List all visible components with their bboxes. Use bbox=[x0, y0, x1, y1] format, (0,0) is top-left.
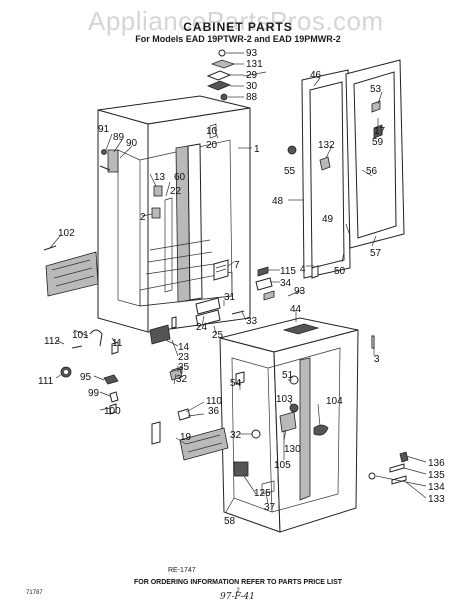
callout-56: 56 bbox=[366, 166, 378, 177]
callout-112: 112 bbox=[44, 336, 60, 347]
callout-101: 101 bbox=[72, 330, 89, 341]
callout-24: 24 bbox=[196, 322, 208, 333]
callout-132: 132 bbox=[318, 140, 335, 151]
callout-33: 33 bbox=[246, 316, 258, 327]
callout-100: 100 bbox=[104, 406, 121, 417]
callout-1: 1 bbox=[254, 144, 260, 155]
page-number: 2 bbox=[236, 588, 240, 594]
callout-48: 48 bbox=[272, 196, 284, 207]
callout-22: 22 bbox=[170, 186, 182, 197]
lower-cabinet-shell bbox=[219, 317, 375, 533]
callout-105: 105 bbox=[274, 460, 291, 471]
ordering-note: FOR ORDERING INFORMATION REFER TO PARTS … bbox=[134, 579, 343, 586]
callout-57: 57 bbox=[370, 248, 382, 259]
callout-125: 125 bbox=[254, 488, 271, 499]
callout-88: 88 bbox=[246, 92, 258, 103]
callout-44: 44 bbox=[290, 304, 302, 315]
callout-36: 36 bbox=[208, 406, 220, 417]
callout-3: 3 bbox=[374, 354, 380, 365]
callout-54: 54 bbox=[230, 378, 242, 389]
callout-59: 59 bbox=[372, 137, 384, 148]
callout-131: 131 bbox=[246, 59, 263, 70]
diagram-title: CABINET PARTS bbox=[183, 20, 293, 34]
callout-25: 25 bbox=[212, 330, 224, 341]
lower-right-parts bbox=[368, 451, 409, 485]
callout-31: 31 bbox=[224, 292, 236, 303]
callout-30: 30 bbox=[246, 81, 258, 92]
callout-labels: 93 131 29 30 88 46 53 17 59 91 89 90 10 … bbox=[38, 48, 445, 527]
callout-58: 58 bbox=[224, 516, 236, 527]
callout-17: 17 bbox=[374, 126, 386, 137]
callout-7: 7 bbox=[234, 260, 240, 271]
callout-91: 91 bbox=[98, 124, 110, 135]
callout-32a: 32 bbox=[176, 374, 188, 385]
callout-60: 60 bbox=[174, 172, 186, 183]
callout-110: 110 bbox=[206, 396, 222, 407]
callout-89: 89 bbox=[113, 132, 125, 143]
callout-115: 115 bbox=[280, 266, 296, 277]
callout-49: 49 bbox=[322, 214, 334, 225]
left-footer-code: 71787 bbox=[26, 590, 43, 596]
door-gaskets bbox=[287, 59, 405, 279]
callout-53: 53 bbox=[370, 84, 382, 95]
callout-50: 50 bbox=[334, 266, 346, 277]
callout-134: 134 bbox=[428, 482, 445, 493]
callout-111: 111 bbox=[38, 376, 54, 387]
watermark: AppliancePartsPros.com bbox=[88, 6, 384, 36]
leader-lines bbox=[49, 71, 427, 513]
top-hardware-cluster bbox=[206, 49, 244, 101]
callout-130: 130 bbox=[284, 444, 301, 455]
left-hardware bbox=[43, 245, 119, 378]
callout-20: 20 bbox=[206, 140, 218, 151]
callout-46: 46 bbox=[310, 70, 322, 81]
callout-102: 102 bbox=[58, 228, 75, 239]
callout-10: 10 bbox=[206, 126, 218, 137]
callout-19: 19 bbox=[180, 432, 192, 443]
callout-103: 103 bbox=[276, 394, 293, 405]
callout-37: 37 bbox=[264, 502, 276, 513]
callout-93b: 93 bbox=[294, 286, 306, 297]
figure-code: RE-1747 bbox=[168, 567, 196, 574]
callout-23: 23 bbox=[178, 352, 190, 363]
callout-13: 13 bbox=[154, 172, 166, 183]
callout-11: 11 bbox=[112, 338, 123, 349]
callout-14: 14 bbox=[178, 342, 190, 353]
mid-hardware bbox=[149, 259, 319, 377]
callout-35: 35 bbox=[178, 362, 190, 373]
callout-32b: 32 bbox=[230, 430, 242, 441]
callout-29: 29 bbox=[246, 70, 258, 81]
callout-90: 90 bbox=[126, 138, 138, 149]
callout-99: 99 bbox=[88, 388, 100, 399]
callout-104: 104 bbox=[326, 396, 343, 407]
callout-93: 93 bbox=[246, 48, 258, 59]
callout-135: 135 bbox=[428, 470, 445, 481]
handwritten-note: 97-F-41 bbox=[220, 592, 255, 600]
callout-34: 34 bbox=[280, 278, 292, 289]
callout-133: 133 bbox=[428, 494, 445, 505]
callout-4: 4 bbox=[300, 264, 306, 275]
callout-51: 51 bbox=[282, 370, 294, 381]
callout-55: 55 bbox=[284, 166, 296, 177]
diagram-subtitle: For Models EAD 19PTWR-2 and EAD 19PMWR-2 bbox=[135, 34, 341, 44]
callout-136: 136 bbox=[428, 458, 445, 469]
callout-2: 2 bbox=[140, 212, 146, 223]
callout-95: 95 bbox=[80, 372, 92, 383]
